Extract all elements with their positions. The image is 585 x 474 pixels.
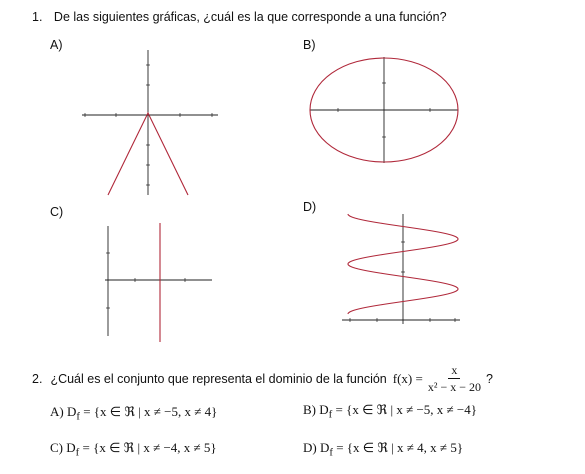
q2-option-b[interactable]: B) Df = {x ∈ ℜ | x ≠ −5, x ≠ −4} [303,402,478,421]
graph-a-ticks [84,64,213,186]
question-1-text: De las siguientes gráficas, ¿cuál es la … [53,10,447,24]
question-2: 2. ¿Cuál es el conjunto que representa e… [32,364,493,395]
graph-d-curve [347,213,459,315]
graph-d [342,213,460,324]
q2-option-c[interactable]: C) Df = {x ∈ ℜ | x ≠ −4, x ≠ 5} [50,440,217,459]
function-fraction: x x² − x − 20 [425,364,484,395]
option-b-label[interactable]: B) [303,38,316,52]
graph-d-ticks [349,241,456,322]
q2-option-d[interactable]: D) Df = {x ∈ ℜ | x ≠ 4, x ≠ 5} [303,440,464,459]
graph-a-curve [107,111,189,196]
graph-c-ticks [106,252,186,309]
graph-b-ticks [337,82,431,138]
question-1: 1. De las siguientes gráficas, ¿cuál es … [32,10,447,24]
question-2-number: 2. [32,372,43,386]
function-numerator: x [448,364,461,379]
function-label: f(x) = [392,371,423,386]
q2-option-a[interactable]: A) Df = {x ∈ ℜ | x ≠ −5, x ≠ 4} [50,404,218,423]
graph-b-curve [309,57,459,163]
question-1-number: 1. [32,10,43,24]
graph-b [309,57,459,163]
option-d-label[interactable]: D) [303,200,317,214]
option-a-label[interactable]: A) [50,38,63,52]
function-denominator: x² − x − 20 [427,380,481,394]
option-c-label[interactable]: C) [50,205,64,219]
graph-a [82,50,218,196]
question-2-end: ? [485,372,493,386]
graph-c [105,223,212,342]
question-2-text: ¿Cuál es el conjunto que representa el d… [50,372,387,386]
